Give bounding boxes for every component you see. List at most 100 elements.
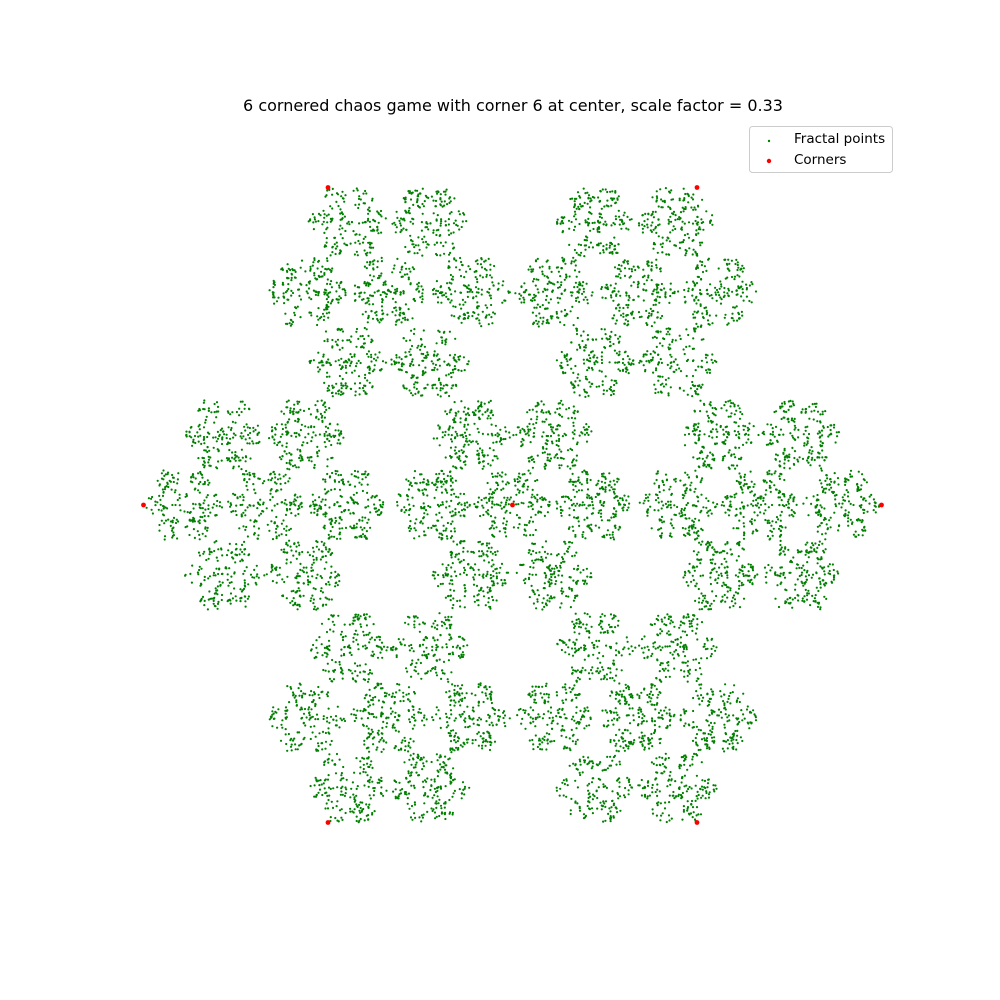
fractal-point bbox=[622, 509, 625, 512]
fractal-point bbox=[339, 297, 342, 300]
fractal-point bbox=[807, 514, 810, 517]
fractal-point bbox=[662, 483, 666, 486]
fractal-point bbox=[535, 314, 538, 317]
fractal-point bbox=[613, 349, 617, 352]
fractal-point bbox=[582, 531, 585, 534]
fractal-point bbox=[326, 294, 329, 297]
fractal-point bbox=[565, 595, 568, 598]
fractal-point bbox=[573, 391, 576, 394]
fractal-point bbox=[687, 193, 690, 196]
fractal-point bbox=[738, 432, 741, 436]
fractal-point bbox=[571, 291, 574, 294]
fractal-point bbox=[290, 687, 293, 690]
fractal-point bbox=[586, 804, 589, 808]
fractal-point bbox=[358, 518, 361, 522]
fractal-point bbox=[402, 384, 405, 387]
fractal-point bbox=[323, 646, 326, 650]
fractal-point bbox=[452, 305, 455, 308]
fractal-point bbox=[625, 294, 628, 297]
fractal-point bbox=[532, 748, 535, 751]
fractal-point bbox=[423, 802, 426, 805]
fractal-point bbox=[435, 387, 438, 390]
fractal-point bbox=[331, 620, 334, 623]
fractal-point bbox=[589, 351, 593, 354]
fractal-point bbox=[584, 816, 587, 819]
fractal-point bbox=[656, 794, 659, 798]
fractal-point bbox=[636, 693, 639, 696]
fractal-point bbox=[806, 541, 809, 544]
fractal-point bbox=[573, 286, 576, 289]
fractal-point bbox=[526, 485, 530, 488]
fractal-point bbox=[312, 228, 315, 231]
fractal-point bbox=[534, 284, 537, 287]
fractal-point bbox=[449, 588, 452, 592]
fractal-point bbox=[430, 784, 433, 787]
fractal-point bbox=[244, 595, 247, 598]
fractal-points-series bbox=[145, 187, 881, 824]
fractal-point bbox=[317, 370, 320, 373]
fractal-point bbox=[475, 584, 479, 588]
fractal-point bbox=[555, 359, 559, 362]
fractal-point bbox=[694, 384, 697, 387]
fractal-point bbox=[362, 763, 365, 766]
fractal-point bbox=[353, 808, 356, 811]
fractal-point bbox=[751, 583, 754, 586]
fractal-point bbox=[618, 335, 622, 338]
fractal-point bbox=[547, 710, 550, 713]
fractal-point bbox=[819, 580, 822, 584]
fractal-point bbox=[726, 596, 729, 599]
fractal-point bbox=[724, 496, 727, 499]
fractal-point bbox=[213, 549, 216, 553]
fractal-point bbox=[661, 479, 664, 482]
fractal-point bbox=[808, 449, 811, 452]
fractal-point bbox=[484, 744, 487, 747]
fractal-point bbox=[299, 428, 302, 432]
fractal-point bbox=[350, 527, 354, 530]
fractal-point bbox=[587, 709, 590, 713]
fractal-point bbox=[503, 505, 506, 508]
fractal-point bbox=[591, 504, 594, 507]
fractal-point bbox=[527, 505, 530, 508]
fractal-point bbox=[231, 597, 234, 600]
fractal-point bbox=[728, 742, 731, 746]
fractal-point bbox=[304, 692, 307, 696]
fractal-point bbox=[190, 436, 193, 439]
fractal-point bbox=[669, 783, 672, 786]
fractal-point bbox=[344, 382, 347, 385]
fractal-point bbox=[316, 651, 319, 654]
fractal-point bbox=[813, 458, 816, 462]
fractal-point bbox=[745, 288, 748, 291]
fractal-point bbox=[651, 196, 654, 199]
fractal-point bbox=[486, 409, 489, 412]
fractal-point bbox=[243, 569, 246, 573]
fractal-point bbox=[688, 571, 691, 574]
fractal-point bbox=[377, 221, 380, 224]
fractal-point bbox=[541, 270, 544, 273]
fractal-point bbox=[456, 543, 459, 546]
fractal-point bbox=[568, 764, 571, 767]
fractal-point bbox=[450, 535, 454, 538]
fractal-point bbox=[664, 801, 667, 804]
fractal-point bbox=[688, 672, 691, 675]
fractal-point bbox=[494, 516, 497, 519]
fractal-point bbox=[695, 814, 698, 817]
fractal-point bbox=[532, 743, 535, 746]
fractal-point bbox=[270, 509, 274, 512]
fractal-point bbox=[623, 646, 626, 649]
fractal-point bbox=[690, 787, 693, 790]
fractal-point bbox=[686, 680, 689, 683]
fractal-point bbox=[655, 345, 658, 348]
fractal-point bbox=[555, 580, 558, 583]
fractal-point bbox=[647, 648, 650, 652]
fractal-point bbox=[825, 597, 828, 601]
fractal-point bbox=[735, 479, 738, 483]
fractal-point bbox=[378, 321, 381, 324]
fractal-point bbox=[367, 727, 370, 730]
fractal-point bbox=[720, 283, 723, 286]
fractal-point bbox=[318, 696, 321, 700]
fractal-point bbox=[432, 293, 435, 296]
fractal-point bbox=[493, 264, 496, 268]
fractal-point bbox=[666, 785, 669, 788]
fractal-point bbox=[327, 358, 330, 361]
fractal-point bbox=[800, 411, 803, 414]
